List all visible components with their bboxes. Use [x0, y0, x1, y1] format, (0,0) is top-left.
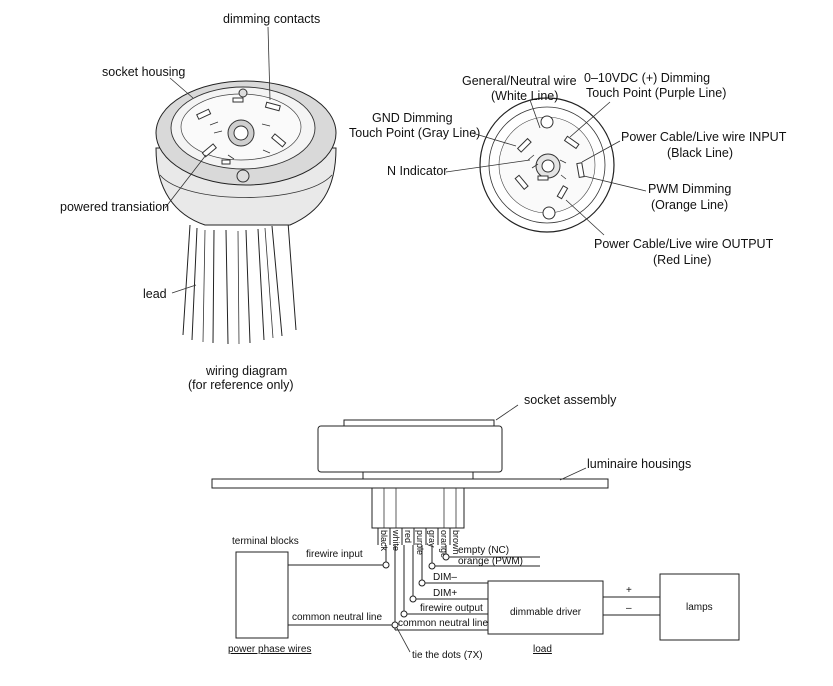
- label-orange-pwm: orange (PWM): [458, 556, 523, 567]
- label-gnd-dimming: GND Dimming: [372, 111, 453, 125]
- label-tie-the-dots: tie the dots (7X): [412, 650, 483, 661]
- driver-lamp-wires: [603, 596, 660, 616]
- socket-assembly: [317, 404, 519, 482]
- left-leader-lines: [164, 26, 271, 294]
- label-socket-housing: socket housing: [102, 65, 185, 79]
- label-live-input-sub: (Black Line): [667, 146, 733, 160]
- wire-runs: [288, 545, 540, 631]
- wire-label-gray: gray: [427, 530, 437, 548]
- wiring-subtitle: (for reference only): [188, 378, 294, 392]
- wire-label-purple: purple: [415, 530, 425, 555]
- wire-label-black: black: [379, 530, 389, 552]
- label-lead: lead: [143, 287, 167, 301]
- label-firewire-input: firewire input: [306, 549, 363, 560]
- label-dim-plus: 0–10VDC (+) Dimming: [584, 71, 710, 85]
- socket-face-illustration: [479, 97, 615, 233]
- label-dim-minus: DIM–: [433, 572, 457, 583]
- connector-body: [371, 487, 465, 529]
- label-lamps: lamps: [686, 602, 713, 613]
- label-power-phase-wires: power phase wires: [228, 644, 311, 655]
- wire-color-labels: black white red purple gray orange brown: [379, 529, 461, 558]
- label-pwm-sub: (Orange Line): [651, 198, 728, 212]
- label-powered-translation: powered transiation: [60, 200, 169, 214]
- label-load: load: [533, 644, 552, 655]
- label-general-neutral: General/Neutral wire: [462, 74, 577, 88]
- label-luminaire-housings: luminaire housings: [587, 457, 691, 471]
- wire-label-white: white: [391, 529, 401, 551]
- label-empty-nc: empty (NC): [458, 545, 509, 556]
- label-general-neutral-sub: (White Line): [491, 89, 558, 103]
- label-live-output-sub: (Red Line): [653, 253, 711, 267]
- label-dim-plus-sub: Touch Point (Purple Line): [586, 86, 726, 100]
- label-common-neutral: common neutral line: [292, 612, 382, 623]
- wire-label-orange: orange: [439, 530, 449, 558]
- label-live-output: Power Cable/Live wire OUTPUT: [594, 237, 774, 251]
- label-gnd-dimming-sub: Touch Point (Gray Line): [349, 126, 480, 140]
- tie-dots: [382, 553, 450, 653]
- terminal-block: [235, 551, 289, 639]
- right-leader-lines: [445, 99, 647, 236]
- dimmable-driver: [487, 580, 604, 635]
- socket-housing-illustration: [155, 80, 337, 345]
- label-pwm: PWM Dimming: [648, 182, 731, 196]
- label-common-neutral-2: common neutral line: [398, 618, 488, 629]
- label-live-input: Power Cable/Live wire INPUT: [621, 130, 787, 144]
- wire-label-red: red: [403, 530, 413, 543]
- label-dim-plus-wire: DIM+: [433, 588, 457, 599]
- label-terminal-blocks: terminal blocks: [232, 536, 299, 547]
- label-n-indicator: N Indicator: [387, 164, 447, 178]
- label-dimmable-driver: dimmable driver: [510, 607, 582, 618]
- label-firewire-output: firewire output: [420, 603, 483, 614]
- wire-bundle: [377, 528, 451, 545]
- wire-label-brown: brown: [451, 530, 461, 555]
- lamps-box: [659, 573, 740, 641]
- label-dimming-contacts: dimming contacts: [223, 12, 320, 26]
- label-socket-assembly: socket assembly: [524, 393, 617, 407]
- label-minus: –: [626, 603, 632, 614]
- wiring-title: wiring diagram: [205, 364, 287, 378]
- label-plus: +: [626, 585, 632, 596]
- lead-wires: [182, 221, 297, 345]
